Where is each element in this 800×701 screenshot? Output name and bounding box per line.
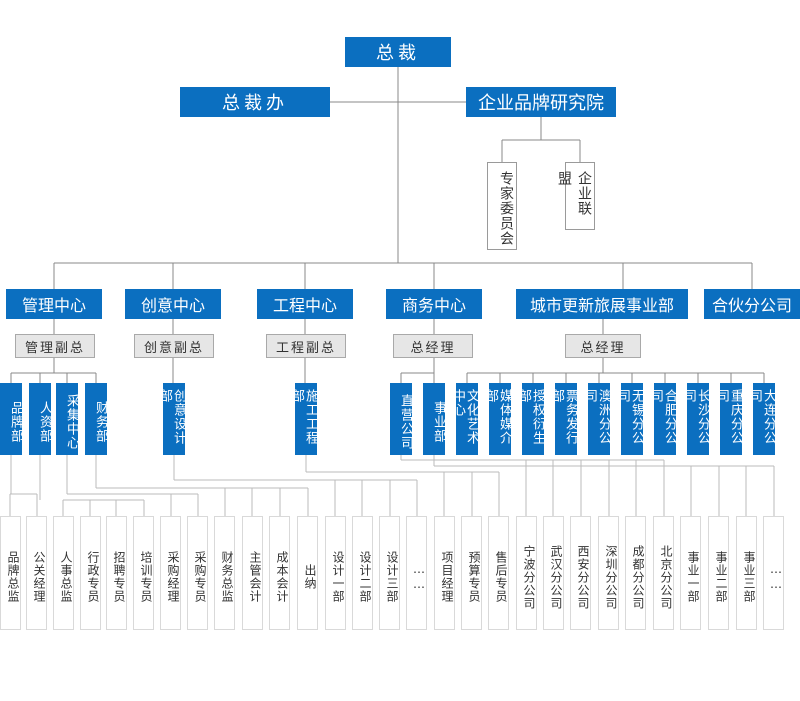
urban-gm-box: 总经理: [565, 334, 641, 358]
brand-institute-box: 企业品牌研究院: [466, 87, 616, 117]
partner-branch-box: 合伙分公司: [704, 289, 800, 319]
engineering-deputy-box: 工程副总: [266, 334, 346, 358]
leaf-box: 项目经理: [434, 516, 455, 630]
dept-box: 合肥分公司: [648, 383, 677, 455]
creative-deputy-box: 创意副总: [134, 334, 214, 358]
dept-box: 票务发行部: [549, 383, 578, 455]
leaf-box: 深圳分公司: [598, 516, 619, 630]
leaf-box: 成本会计: [269, 516, 290, 630]
leaf-box: 招聘专员: [106, 516, 127, 630]
leaf-box: 设计三部: [379, 516, 400, 630]
leaf-box: 出纳: [297, 516, 318, 630]
management-deputy-box: 管理副总: [15, 334, 95, 358]
leaf-box: 成都分公司: [625, 516, 646, 630]
leaf-box: 预算专员: [461, 516, 482, 630]
dept-box: 重庆分公司: [714, 383, 743, 455]
dept-box: 人资部: [29, 383, 52, 455]
business-gm-box: 总经理: [393, 334, 473, 358]
dept-box: 澳洲分公司: [582, 383, 611, 455]
dept-box: 大连分公司: [747, 383, 776, 455]
business-center-box: 商务中心: [386, 289, 482, 319]
leaf-box: 行政专员: [80, 516, 101, 630]
management-center-box: 管理中心: [6, 289, 102, 319]
dept-box: 创意设计部: [157, 383, 186, 455]
creative-center-box: 创意中心: [125, 289, 221, 319]
leaf-box: 人事总监: [53, 516, 74, 630]
leaf-box: 公关经理: [26, 516, 47, 630]
dept-box: 采集中心: [56, 383, 79, 455]
ceo-box: 总裁: [345, 37, 451, 67]
leaf-box: 售后专员: [488, 516, 509, 630]
urban-renewal-division-box: 城市更新旅展事业部: [516, 289, 688, 319]
leaf-box: 西安分公司: [570, 516, 591, 630]
engineering-center-box: 工程中心: [257, 289, 353, 319]
leaf-box: 事业三部: [736, 516, 757, 630]
leaf-box: 武汉分公司: [543, 516, 564, 630]
dept-box: 无锡分公司: [615, 383, 644, 455]
leaf-box: 财务总监: [214, 516, 235, 630]
leaf-box: 主管会计: [242, 516, 263, 630]
dept-box: 长沙分公司: [681, 383, 710, 455]
dept-box: 文化艺术中心: [450, 383, 479, 455]
dept-box: 施工工程部: [289, 383, 318, 455]
dept-box: 品牌部: [0, 383, 23, 455]
leaf-box: 设计一部: [325, 516, 346, 630]
dept-box: 直营公司: [390, 383, 413, 455]
leaf-box: 事业二部: [708, 516, 729, 630]
leaf-box: 培训专员: [133, 516, 154, 630]
enterprise-alliance-box: 企业联盟: [556, 162, 595, 230]
leaf-box: 事业一部: [680, 516, 701, 630]
ceo-office-box: 总裁办: [180, 87, 330, 117]
expert-committee-box: 专家委员会: [487, 162, 517, 250]
leaf-box: 品牌总监: [0, 516, 21, 630]
leaf-box: 宁波分公司: [516, 516, 537, 630]
leaf-box: ……: [406, 516, 427, 630]
leaf-box: 设计二部: [352, 516, 373, 630]
dept-box: 财务部: [85, 383, 108, 455]
leaf-box: 采购经理: [160, 516, 181, 630]
dept-box: 媒体媒介部: [483, 383, 512, 455]
dept-box: 授权衍生部: [516, 383, 545, 455]
leaf-box: 北京分公司: [653, 516, 674, 630]
leaf-box: ……: [763, 516, 784, 630]
dept-box: 事业部: [423, 383, 446, 455]
leaf-box: 采购专员: [187, 516, 208, 630]
